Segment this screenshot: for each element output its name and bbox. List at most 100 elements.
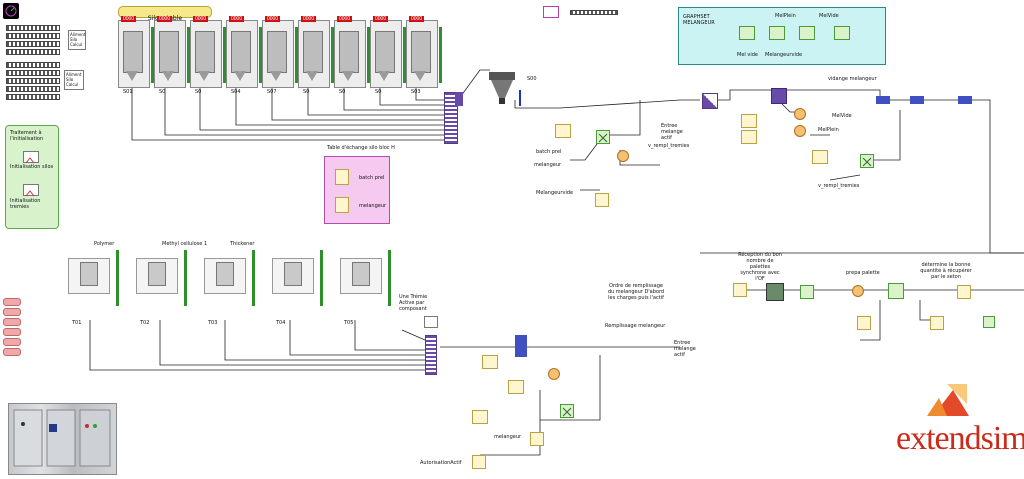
silo-label: S0	[159, 89, 166, 95]
graphset-box: GRAPHSET MELANGEUR MelPlein MelVide Mela…	[678, 7, 886, 65]
exchange-row1-block[interactable]	[335, 169, 349, 185]
graphset-s2: MelVide	[819, 13, 839, 19]
lower-block-2[interactable]	[508, 380, 524, 394]
left-button-3[interactable]	[3, 318, 21, 326]
lower-block-3[interactable]	[472, 410, 488, 424]
lower-gate[interactable]	[560, 404, 574, 418]
silo-cone	[126, 71, 138, 81]
silo-tag: 0000	[229, 16, 245, 22]
mixer-unit[interactable]	[487, 68, 517, 106]
silo-tag: 0000	[373, 16, 389, 22]
valve-2[interactable]	[876, 96, 890, 104]
right-block-3[interactable]	[930, 316, 944, 330]
decision-1[interactable]	[617, 150, 629, 162]
tank-title: Methyl cellulose 1	[162, 241, 208, 247]
left-button-5[interactable]	[3, 338, 21, 346]
upper-vremp: v_rempl_tremies	[818, 183, 860, 189]
left-button-stack	[3, 298, 23, 364]
graphset-s3: Melangeurvide	[765, 52, 803, 58]
tank-label: T03	[208, 320, 218, 326]
valve-3[interactable]	[910, 96, 924, 104]
mix-block-3[interactable]	[812, 150, 828, 164]
left-button-2[interactable]	[3, 308, 21, 316]
right-gate-2[interactable]	[888, 283, 904, 299]
right-source[interactable]	[733, 283, 747, 297]
tremie-toggle[interactable]	[424, 316, 438, 328]
tank-level-bar	[252, 250, 255, 306]
lower-melangeur: melangeur	[494, 434, 522, 440]
right-gate-1[interactable]	[800, 285, 814, 299]
lower-valve[interactable]	[625, 342, 639, 352]
tank-level-bar	[320, 250, 323, 306]
silo-tag: 0000	[157, 16, 173, 22]
right-block-1[interactable]	[957, 285, 971, 299]
mix-block-2[interactable]	[741, 130, 757, 144]
batch-block-1[interactable]	[555, 124, 571, 138]
aliment-box-2[interactable]: Aliment Silo Calcul	[64, 70, 84, 90]
process-block-mix[interactable]	[771, 88, 787, 104]
tank-label: T02	[140, 320, 150, 326]
tank-2[interactable]: Methyl cellulose 1 T02	[136, 241, 207, 326]
right-exit[interactable]	[983, 316, 995, 328]
aliment-box-1[interactable]: Aliment Silo Calcul	[68, 30, 86, 50]
decision-3[interactable]	[794, 125, 806, 137]
exchange-box: batch prel melangeur	[324, 156, 390, 224]
silo-level-bar	[367, 27, 370, 83]
tank-inner	[284, 262, 302, 286]
right-decision[interactable]	[852, 285, 864, 297]
graphset-step-4[interactable]	[834, 26, 850, 40]
gate-block-1[interactable]	[596, 130, 610, 144]
right-block-2[interactable]	[857, 316, 871, 330]
decision-2[interactable]	[794, 108, 806, 120]
left-button-1[interactable]	[3, 298, 21, 306]
valve-1[interactable]	[672, 95, 686, 105]
graphset-step-1[interactable]	[739, 26, 755, 40]
right-queue[interactable]	[766, 283, 784, 301]
tank-level-bar	[184, 250, 187, 306]
lower-block-5[interactable]	[472, 455, 486, 469]
top-toggle[interactable]	[543, 6, 559, 18]
silo-level-bar	[223, 27, 226, 83]
left-button-4[interactable]	[3, 328, 21, 336]
init-panel-title: Traitement à l'initialisation	[10, 130, 44, 142]
mix-block-1[interactable]	[741, 114, 757, 128]
logo-icon	[3, 3, 19, 19]
tank-5[interactable]: T05	[340, 250, 391, 326]
lower-block-4[interactable]	[530, 432, 544, 446]
exchange-row2-block[interactable]	[335, 197, 349, 213]
silo-label: S0	[339, 89, 346, 95]
batch-block-2[interactable]	[595, 193, 609, 207]
valve-4[interactable]	[958, 96, 972, 104]
lower-block-1[interactable]	[482, 355, 498, 369]
silo-label: S0	[195, 89, 202, 95]
gate-block-2[interactable]	[860, 154, 874, 168]
left-button-6[interactable]	[3, 348, 21, 356]
tank-4[interactable]: T04	[272, 250, 323, 326]
lower-decision[interactable]	[548, 368, 560, 380]
init-silos-block[interactable]	[23, 151, 39, 164]
gate-1[interactable]	[702, 93, 718, 109]
silo-body	[339, 31, 359, 73]
right-determine: détermine la bonne quantité à récupérer …	[920, 262, 972, 280]
lower-process[interactable]	[515, 335, 527, 357]
silo-level-bar	[259, 27, 262, 83]
init-tremies-block[interactable]	[23, 184, 39, 197]
graphset-s4: Mel vide	[737, 52, 758, 58]
silo-tag: 0000	[301, 16, 317, 22]
graphset-step-3[interactable]	[799, 26, 815, 40]
upper-remp-tremies: v_rempl_tremies	[648, 143, 690, 149]
brand-logo	[927, 380, 971, 418]
tank-label: T05	[344, 320, 354, 326]
graphset-step-2[interactable]	[769, 26, 785, 40]
